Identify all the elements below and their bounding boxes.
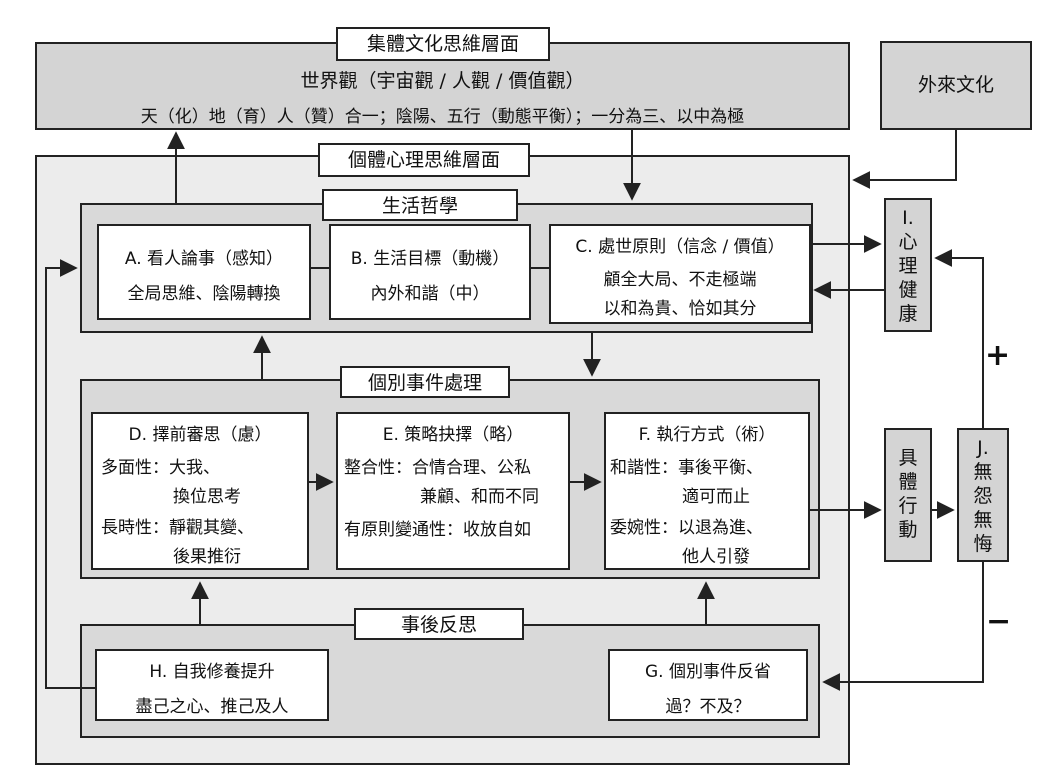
box-j-char-1: J. xyxy=(977,437,989,459)
action-char-1: 具 xyxy=(898,447,918,469)
box-a-title: A. 看人論事（感知） xyxy=(124,249,284,269)
box-f-execution: F. 執行方式（術） 和諧性：事後平衡、 適可而止 委婉性：以退為進、 他人引發 xyxy=(604,412,810,570)
box-d-line-1: 多面性：大我、 xyxy=(101,458,220,478)
positive-feedback-sign: + xyxy=(985,338,1011,373)
box-g-title: G. 個別事件反省 xyxy=(645,662,771,682)
box-f-line-3: 委婉性：以退為進、 xyxy=(610,518,763,538)
worldview-principles: 天（化）地（育）人（贊）合一；陰陽、五行（動態平衡）；一分為三、以中為極 xyxy=(140,107,745,127)
reflection-title: 事後反思 xyxy=(354,608,524,640)
box-d-line-2: 換位思考 xyxy=(173,487,241,507)
box-j-char-3: 怨 xyxy=(973,485,993,507)
arrow-j-to-i xyxy=(934,249,984,428)
box-e-line-1: 整合性：合情合理、公私 xyxy=(344,458,531,478)
box-g-event-reflection: G. 個別事件反省 過？不及？ xyxy=(608,649,808,721)
box-j-char-2: 無 xyxy=(973,461,993,483)
worldview-subtitle: 世界觀（宇宙觀 / 人觀 / 價值觀） xyxy=(300,70,585,92)
box-a-perception: A. 看人論事（感知） 全局思維、陰陽轉換 xyxy=(97,224,311,320)
box-e-line-3: 有原則變通性：收放自如 xyxy=(344,520,531,540)
action-char-2: 體 xyxy=(898,471,918,493)
event-handling-title: 個別事件處理 xyxy=(340,366,510,398)
box-a-body: 全局思維、陰陽轉換 xyxy=(127,284,281,304)
box-g-body: 過？不及？ xyxy=(665,697,751,717)
box-concrete-action: 具 體 行 動 xyxy=(884,428,932,562)
box-c-principles: C. 處世原則（信念 / 價值） 顧全大局、不走極端 以和為貴、恰如其分 xyxy=(549,224,811,324)
box-j-char-4: 無 xyxy=(973,509,993,531)
box-d-title: D. 擇前審思（慮） xyxy=(128,425,272,445)
arrow-foreign-culture xyxy=(852,130,957,189)
box-f-title: F. 執行方式（術） xyxy=(638,425,776,445)
box-e-strategy: E. 策略抉擇（略） 整合性：合情合理、公私 兼顧、和而不同 有原則變通性：收放… xyxy=(336,412,570,570)
negative-feedback-sign: − xyxy=(986,604,1012,639)
foreign-culture-box: 外來文化 xyxy=(880,41,1032,130)
box-d-line-3: 長時性：靜觀其變、 xyxy=(101,518,254,538)
arrow-h-to-philosophy xyxy=(45,259,95,689)
box-i-char-3: 理 xyxy=(898,255,918,277)
box-h-self-cultivation: H. 自我修養提升 盡己之心、推己及人 xyxy=(95,649,329,721)
box-j-no-regrets: J. 無 怨 無 悔 xyxy=(957,428,1009,562)
box-f-line-1: 和諧性：事後平衡、 xyxy=(610,458,763,478)
box-i-char-1: I. xyxy=(902,207,914,229)
life-philosophy-title: 生活哲學 xyxy=(322,189,518,221)
box-b-motivation: B. 生活目標（動機） 內外和諧（中） xyxy=(329,224,531,320)
collective-culture-title: 集體文化思維層面 xyxy=(336,27,550,61)
box-f-line-2: 適可而止 xyxy=(682,487,750,507)
arrow-j-to-g xyxy=(822,562,984,691)
box-c-body-1: 顧全大局、不走極端 xyxy=(603,270,757,290)
box-e-title: E. 策略抉擇（略） xyxy=(382,425,524,445)
box-b-body: 內外和諧（中） xyxy=(370,284,490,304)
box-h-body: 盡己之心、推己及人 xyxy=(135,697,289,717)
box-i-char-2: 心 xyxy=(898,231,918,253)
box-h-title: H. 自我修養提升 xyxy=(149,662,275,682)
box-b-title: B. 生活目標（動機） xyxy=(350,249,510,269)
box-c-body-2: 以和為貴、恰如其分 xyxy=(603,299,757,319)
box-d-line-4: 後果推衍 xyxy=(173,547,241,567)
box-i-char-4: 健 xyxy=(898,279,918,301)
box-c-title: C. 處世原則（信念 / 價值） xyxy=(575,237,785,257)
action-char-4: 動 xyxy=(898,519,918,541)
box-d-deliberation: D. 擇前審思（慮） 多面性：大我、 換位思考 長時性：靜觀其變、 後果推衍 xyxy=(91,412,309,570)
box-i-mental-health: I. 心 理 健 康 xyxy=(884,198,932,332)
foreign-culture-label: 外來文化 xyxy=(917,74,994,96)
box-e-line-2: 兼顧、和而不同 xyxy=(420,487,539,507)
action-char-3: 行 xyxy=(898,495,918,517)
box-i-char-5: 康 xyxy=(898,303,918,325)
box-f-line-4: 他人引發 xyxy=(682,547,750,567)
box-j-char-5: 悔 xyxy=(973,533,993,555)
individual-psychology-title: 個體心理思維層面 xyxy=(318,143,530,177)
